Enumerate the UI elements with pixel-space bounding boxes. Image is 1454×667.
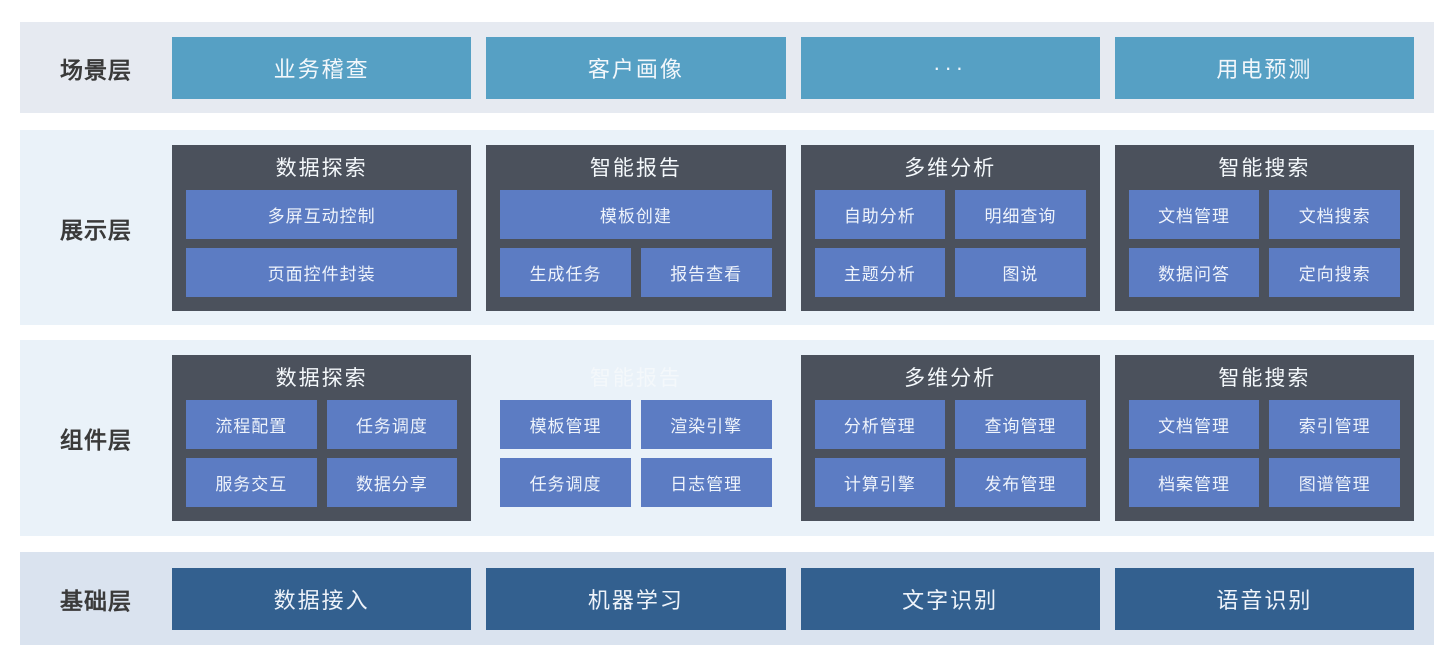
item-row: 模板管理 渲染引擎 (500, 400, 772, 450)
item-log-management[interactable]: 日志管理 (640, 458, 772, 507)
item-topic-analysis[interactable]: 主题分析 (814, 247, 946, 297)
item-row: 分析管理 查询管理 (814, 400, 1086, 450)
base-card-machine-learning[interactable]: 机器学习 (486, 567, 786, 630)
item-index-management[interactable]: 索引管理 (1269, 400, 1400, 450)
item-template-creation[interactable]: 模板创建 (500, 189, 772, 239)
layer-label-foundation: 基础层 (60, 587, 132, 614)
group-component-data-exploration[interactable]: 数据探索 流程配置 任务调度 服务交互 数据分享 (172, 355, 472, 521)
layer-label-scene: 场景层 (60, 56, 132, 83)
item-row: 任务调度 日志管理 (500, 458, 772, 507)
group-presentation-intelligent-report[interactable]: 智能报告 模板创建 生成任务 报告查看 (486, 144, 786, 311)
scene-card-power-forecast[interactable]: 用电预测 (1114, 36, 1414, 99)
item-row: 数据问答 定向搜索 (1128, 247, 1400, 297)
item-rendering-engine[interactable]: 渲染引擎 (640, 400, 772, 450)
group-items: 模板管理 渲染引擎 任务调度 日志管理 (500, 400, 772, 507)
item-row: 计算引擎 发布管理 (814, 458, 1086, 507)
item-multi-screen-interaction-control[interactable]: 多屏互动控制 (186, 189, 458, 239)
item-row: 档案管理 图谱管理 (1128, 458, 1400, 507)
item-template-management[interactable]: 模板管理 (500, 400, 631, 450)
layer-label-component: 组件层 (60, 427, 132, 453)
item-document-management[interactable]: 文档管理 (1128, 189, 1260, 239)
group-items: 模板创建 生成任务 报告查看 (500, 189, 772, 297)
item-row: 文档管理 索引管理 (1128, 400, 1400, 450)
item-row: 模板创建 (500, 189, 772, 239)
item-page-widget-encapsulation[interactable]: 页面控件封装 (186, 247, 458, 297)
item-data-qa[interactable]: 数据问答 (1128, 247, 1260, 297)
layer-body-presentation: 数据探索 多屏互动控制 页面控件封装 智能报告 模板创建 (172, 130, 1434, 325)
group-presentation-intelligent-search[interactable]: 智能搜索 文档管理 文档搜索 数据问答 定向搜索 (1114, 144, 1414, 311)
layer-body-component: 数据探索 流程配置 任务调度 服务交互 数据分享 智能报告 模板管理 (172, 340, 1434, 536)
group-items: 文档管理 索引管理 档案管理 图谱管理 (1128, 400, 1400, 507)
item-chart-narrative[interactable]: 图说 (955, 247, 1086, 297)
scene-card-more-ellipsis[interactable]: ··· (800, 36, 1100, 99)
item-row: 页面控件封装 (186, 247, 458, 297)
item-report-view[interactable]: 报告查看 (640, 247, 772, 297)
group-title: 数据探索 (275, 156, 368, 180)
group-items: 分析管理 查询管理 计算引擎 发布管理 (814, 400, 1086, 507)
item-row: 流程配置 任务调度 (186, 400, 458, 450)
group-presentation-data-exploration[interactable]: 数据探索 多屏互动控制 页面控件封装 (172, 144, 472, 311)
scene-card-customer-profile[interactable]: 客户画像 (486, 36, 786, 99)
item-knowledge-graph-management[interactable]: 图谱管理 (1269, 458, 1400, 507)
group-items: 多屏互动控制 页面控件封装 (186, 189, 458, 297)
item-detail-query[interactable]: 明细查询 (955, 189, 1086, 239)
group-title: 智能报告 (589, 367, 682, 390)
group-title: 智能搜索 (1218, 156, 1311, 180)
item-data-sharing[interactable]: 数据分享 (326, 458, 458, 507)
item-analysis-management[interactable]: 分析管理 (814, 400, 946, 450)
group-component-intelligent-report[interactable]: 智能报告 模板管理 渲染引擎 任务调度 日志管理 (486, 355, 785, 521)
item-document-search[interactable]: 文档搜索 (1269, 189, 1400, 239)
item-generate-task[interactable]: 生成任务 (500, 247, 631, 297)
group-items: 文档管理 文档搜索 数据问答 定向搜索 (1128, 189, 1400, 297)
group-items: 自助分析 明细查询 主题分析 图说 (814, 189, 1086, 297)
item-document-management[interactable]: 文档管理 (1128, 400, 1260, 450)
item-row: 生成任务 报告查看 (500, 247, 772, 297)
layer-body-scene: 业务稽查 客户画像 ··· 用电预测 (172, 22, 1434, 113)
item-process-configuration[interactable]: 流程配置 (186, 400, 317, 450)
item-service-interaction[interactable]: 服务交互 (186, 458, 317, 507)
layer-band-foundation: 基础层 数据接入 机器学习 文字识别 语音识别 (20, 552, 1434, 645)
item-task-scheduling[interactable]: 任务调度 (500, 458, 631, 507)
base-card-ocr[interactable]: 文字识别 (800, 567, 1100, 630)
scene-card-business-audit[interactable]: 业务稽查 (172, 36, 472, 99)
group-component-intelligent-search[interactable]: 智能搜索 文档管理 索引管理 档案管理 图谱管理 (1114, 355, 1414, 521)
base-card-speech-recognition[interactable]: 语音识别 (1114, 567, 1414, 630)
item-row: 多屏互动控制 (186, 189, 458, 239)
item-row: 主题分析 图说 (814, 247, 1086, 297)
item-row: 文档管理 文档搜索 (1128, 189, 1400, 239)
item-row: 服务交互 数据分享 (186, 458, 458, 507)
group-items: 流程配置 任务调度 服务交互 数据分享 (186, 400, 458, 507)
group-presentation-multidimensional-analysis[interactable]: 多维分析 自助分析 明细查询 主题分析 图说 (800, 144, 1100, 311)
item-row: 自助分析 明细查询 (814, 189, 1086, 239)
layer-body-foundation: 数据接入 机器学习 文字识别 语音识别 (172, 552, 1434, 645)
layer-band-presentation: 展示层 数据探索 多屏互动控制 页面控件封装 智能报告 模板创建 (20, 130, 1434, 325)
layer-band-component: 组件层 数据探索 流程配置 任务调度 服务交互 数据分享 智能报告 (20, 340, 1434, 536)
group-title: 数据探索 (275, 367, 368, 390)
group-title: 多维分析 (904, 156, 997, 180)
layer-band-scene: 场景层 业务稽查 客户画像 ··· 用电预测 (20, 22, 1434, 113)
base-card-data-ingestion[interactable]: 数据接入 (172, 567, 472, 630)
item-compute-engine[interactable]: 计算引擎 (814, 458, 946, 507)
item-self-service-analysis[interactable]: 自助分析 (814, 189, 946, 239)
group-component-multidimensional-analysis[interactable]: 多维分析 分析管理 查询管理 计算引擎 发布管理 (800, 355, 1100, 521)
item-archive-management[interactable]: 档案管理 (1128, 458, 1260, 507)
group-title: 多维分析 (904, 367, 997, 390)
group-title: 智能报告 (589, 156, 682, 180)
item-targeted-search[interactable]: 定向搜索 (1269, 247, 1400, 297)
item-query-management[interactable]: 查询管理 (955, 400, 1086, 450)
layer-label-presentation: 展示层 (60, 216, 132, 243)
item-publish-management[interactable]: 发布管理 (955, 458, 1086, 507)
group-title: 智能搜索 (1218, 367, 1311, 390)
item-task-scheduling[interactable]: 任务调度 (326, 400, 458, 450)
